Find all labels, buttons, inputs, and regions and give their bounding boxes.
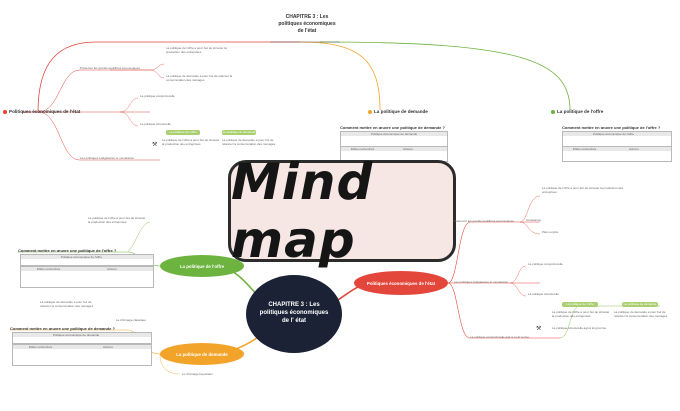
demande-effets-left: Effets recherchés Actions [12, 344, 152, 366]
right-croissance: Croissance [526, 218, 542, 222]
branch-offre[interactable]: La politique de l'offre [160, 255, 244, 277]
demande-effets-header: Effets recherchés [351, 147, 375, 151]
right-note-1: La politique de l'offre a pour but de st… [542, 186, 624, 195]
offre-table-left: Politique économique de l'offre [20, 254, 154, 266]
branch-objectifs[interactable]: Politiques économiques de l'état [354, 271, 448, 295]
right-demande-desc: La politique de demande a pour but de re… [614, 310, 668, 319]
offre-description: La politique de l'offre a pour but de st… [162, 138, 220, 147]
bar-right-demande: La politique de demande [622, 302, 658, 307]
root-title-line-1: CHAPITRE 3 : Les [285, 14, 329, 20]
green-note: La politique de l'offre a pour but de st… [88, 216, 146, 225]
bar-politique-offre: La politique de l'offre [166, 130, 200, 135]
demande-actions-header: Actions [403, 147, 413, 151]
demande-question-top: Comment mettre en œuvre une politique de… [340, 125, 445, 130]
note-instruments: Les politiques budgétaires et monétaires [80, 156, 134, 160]
right-instruments: Les politiques budgétaires et monétaires [454, 280, 508, 284]
root-title-line-3: de l'état [297, 27, 317, 34]
offre-left-effets: Effets recherchés [37, 267, 61, 271]
banner-title: Mind map [231, 153, 374, 269]
right-long-terme: La politique structurelle agit à long te… [552, 326, 607, 330]
green-node-dot [551, 110, 555, 114]
right-objectif: Préserver les grands équilibres économiq… [454, 219, 515, 223]
right-offre-desc: La politique de l'offre a pour but de st… [552, 310, 610, 319]
branch-offre-label: La politique de l'offre [179, 263, 225, 269]
orange-node-dot [368, 110, 372, 114]
branch-demande-label: La politique de demande [176, 351, 228, 357]
bar-politique-demande: La politique de demande [222, 130, 256, 135]
root-title: CHAPITRE 3 : Les politiques économiques … [262, 14, 352, 34]
orange-note: La politique de demande a pour but de re… [40, 300, 94, 309]
note-structurelle: La politique structurelle [140, 122, 171, 126]
offre-left-header: Politique économique de l'offre [61, 255, 102, 259]
tools-icon: ⚒ [152, 142, 158, 148]
offre-effets-header: Effets recherchés [573, 147, 597, 151]
demande-description: La politique de demande a pour but de re… [222, 138, 276, 147]
demande-question-left: Comment mettre en œuvre une politique de… [10, 326, 115, 331]
red-node-dot [3, 110, 7, 114]
right-conjoncturelle: La politique conjoncturelle [528, 262, 563, 266]
right-structurelle: La politique structurelle [528, 292, 559, 296]
branch-demande[interactable]: La politique de demande [160, 343, 244, 365]
offre-table-header: Politique économique de l'offre [593, 132, 634, 136]
tools-icon-right: ⚒ [536, 326, 542, 332]
central-topic-label: CHAPITRE 3 : Les politiques économiques … [259, 302, 329, 324]
root-title-line-2: politiques économiques [278, 20, 336, 27]
offre-actions-header: Actions [629, 147, 639, 151]
offre-table-top: Politique économique de l'offre [562, 131, 672, 147]
central-topic[interactable]: CHAPITRE 3 : Les politiques économiques … [246, 275, 342, 353]
offre-question-top: Comment mettre en œuvre une politique de… [562, 125, 661, 130]
offre-left-actions: Actions [107, 267, 117, 271]
right-plein-emploi: Plein emploi [542, 230, 559, 234]
offre-effets-left: Effets recherchés Actions [20, 266, 154, 288]
cause-keynesien: Le chômage keynésien [182, 372, 213, 376]
note-objectifs: Préserver les grands équilibres économiq… [80, 66, 141, 70]
mind-map-banner: Mind map [228, 153, 456, 269]
demande-left-effets: Effets recherchés [29, 345, 53, 349]
bar-right-offre: La politique de l'offre [562, 302, 598, 307]
cause-classique: Le chômage classique [116, 318, 146, 322]
demande-table-top: Politique économique de demande [340, 131, 448, 147]
note-text-block-1: La politique de l'offre a pour but de st… [166, 46, 227, 55]
offre-question-left: Comment mettre en œuvre une politique de… [18, 248, 117, 253]
demande-left-actions: Actions [103, 345, 113, 349]
branch-objectifs-label: Politiques économiques de l'état [366, 280, 436, 286]
note-conjoncturelle: La politique conjoncturelle [140, 94, 175, 98]
top-node-left: Politiques économiques de l'état [9, 109, 81, 114]
offre-effets-table: Effets recherchés Actions [562, 146, 672, 162]
note-text-block-2: La politique de demande a pour but de re… [166, 74, 233, 83]
demande-table-header: Politique économique de demande [371, 132, 418, 136]
right-court-terme: La politique conjoncturelle agit à court… [470, 335, 529, 339]
demande-left-header: Politique économique de demande [53, 333, 100, 337]
top-node-right: La politique de l'offre [557, 109, 604, 114]
demande-table-left: Politique économique de demande [12, 332, 152, 344]
top-node-middle: La politique de demande [374, 109, 428, 114]
